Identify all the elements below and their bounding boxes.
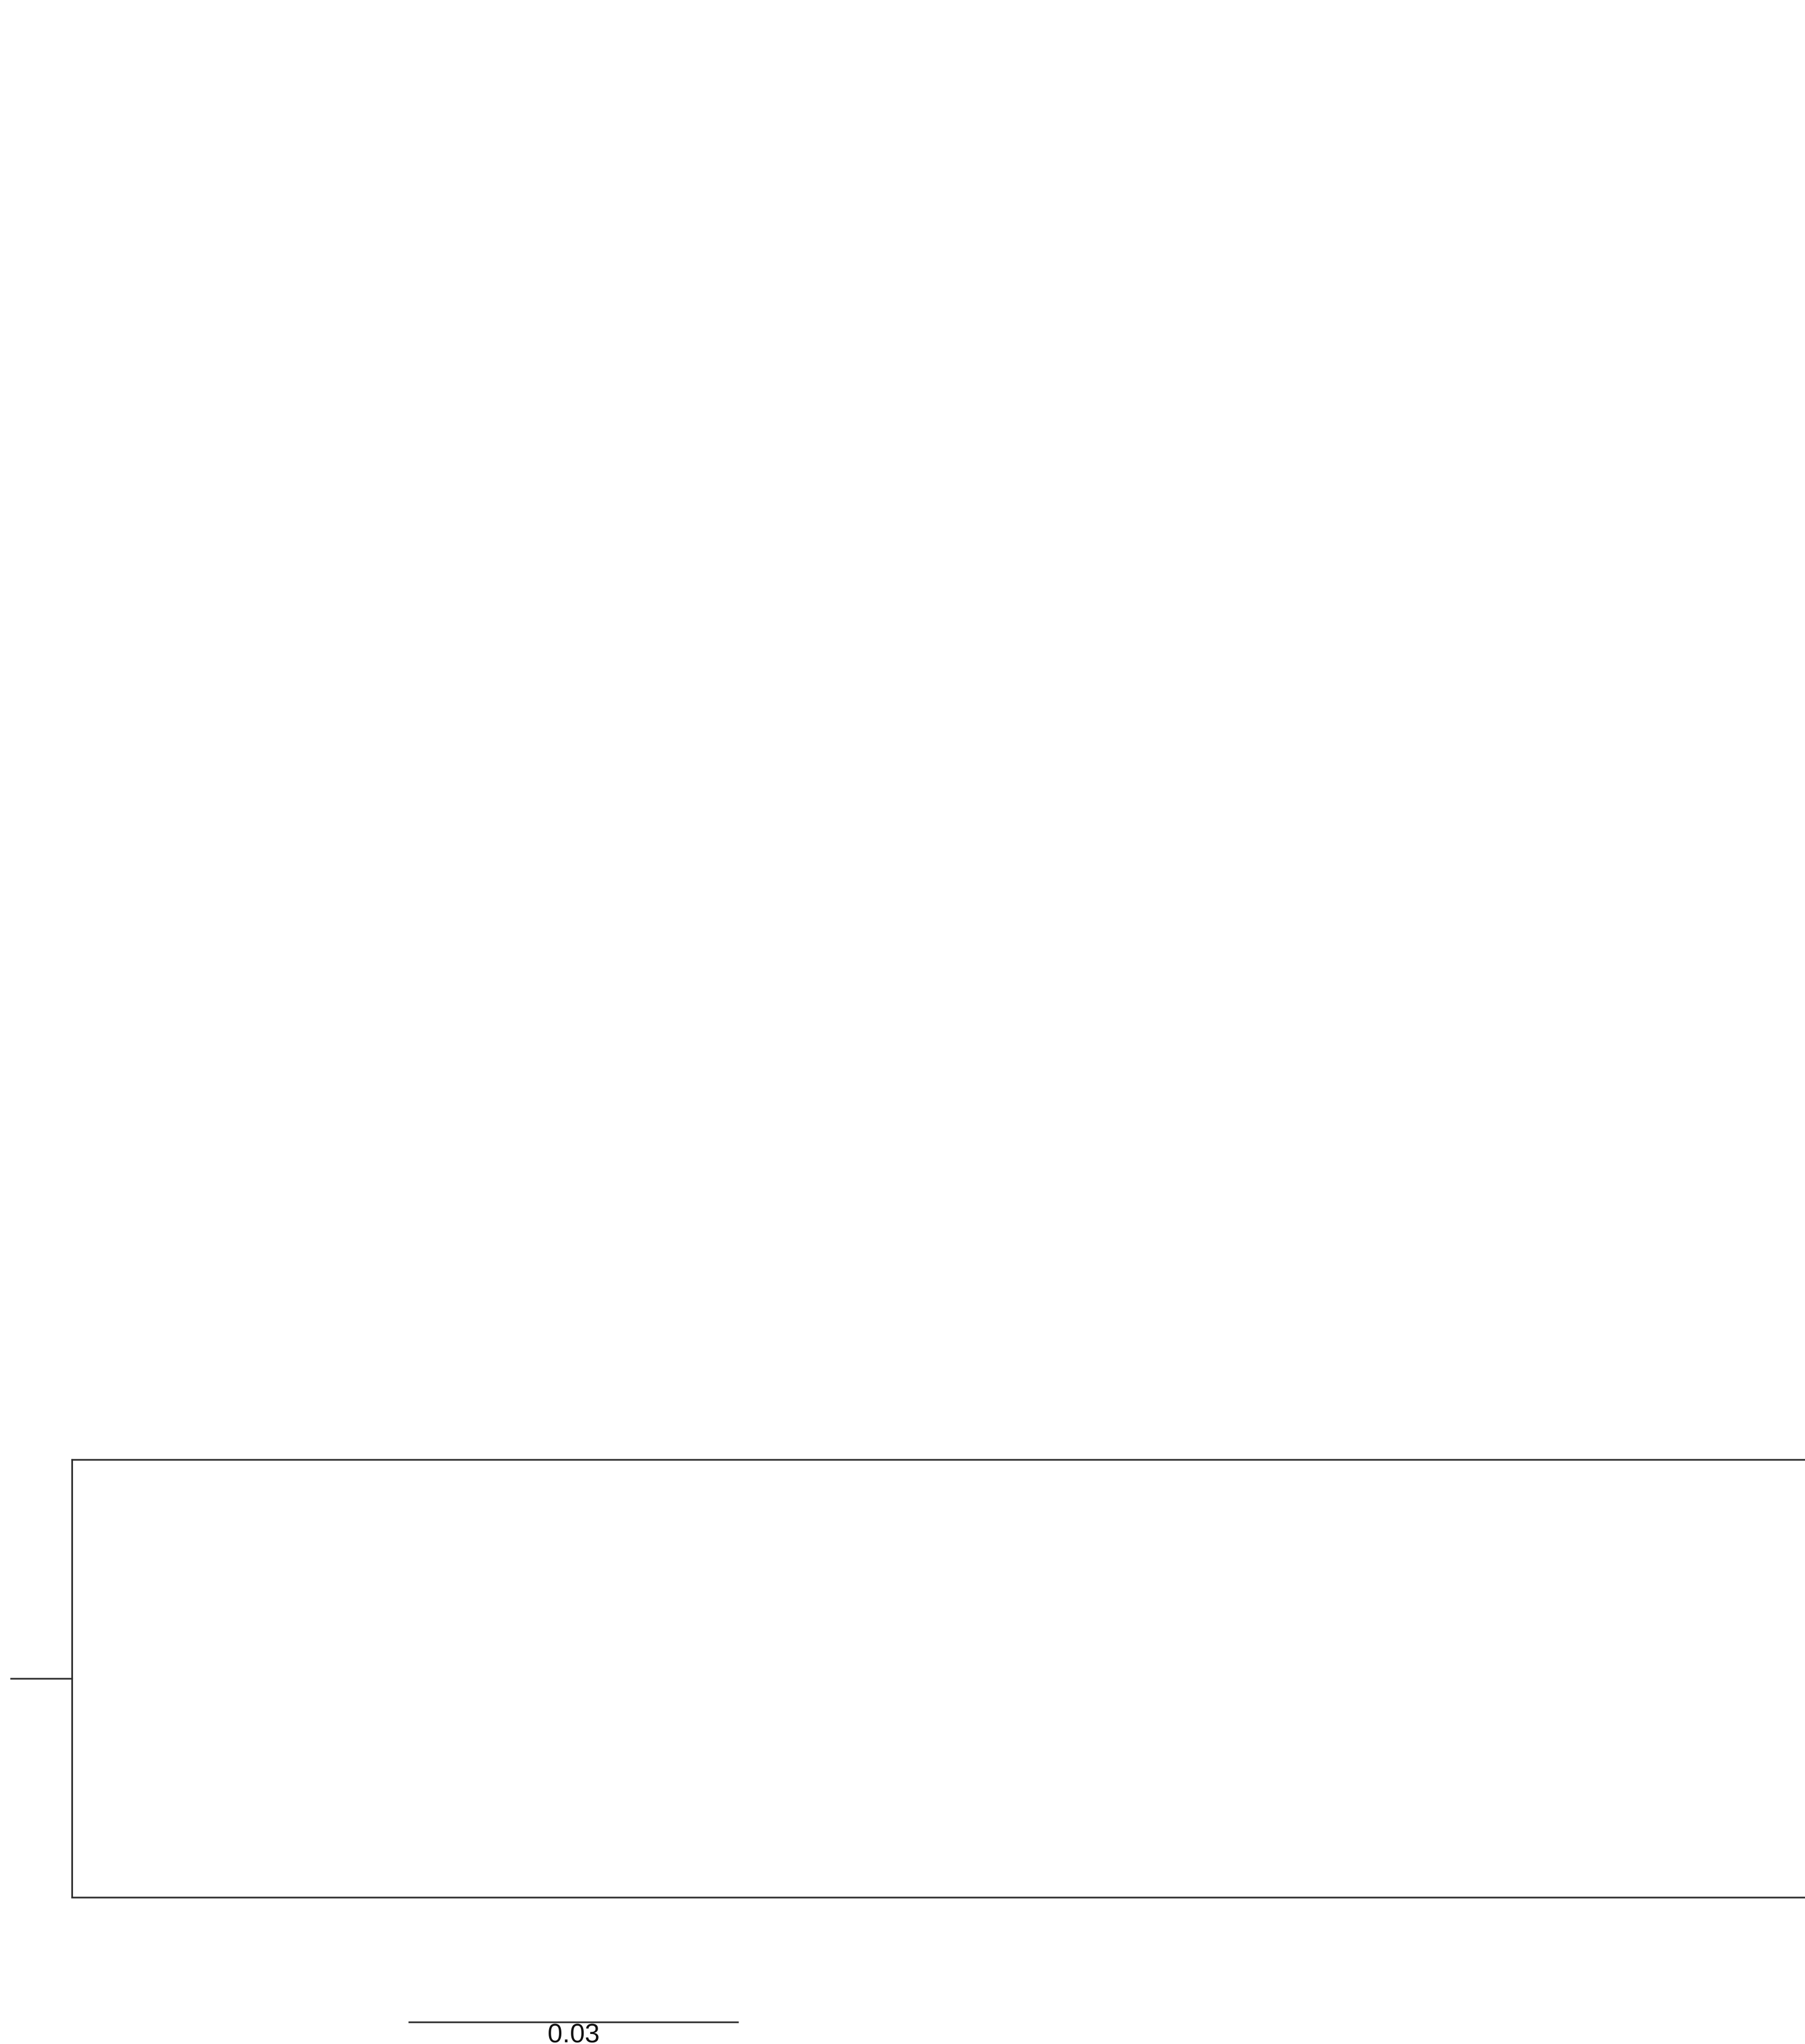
scale-bar: 0.03 [408, 2019, 739, 2044]
scale-bar-label: 0.03 [547, 2019, 599, 2044]
tree-branches [10, 1459, 1805, 1899]
